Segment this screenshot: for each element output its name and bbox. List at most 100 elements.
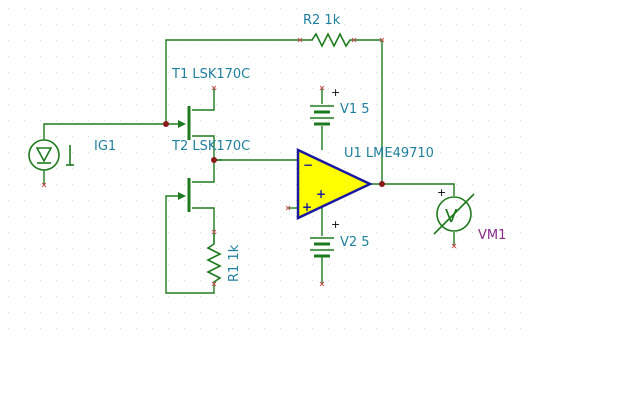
grid-dot	[392, 40, 393, 41]
grid-dot	[344, 24, 345, 25]
grid-dot	[488, 232, 489, 233]
jfet-t2[interactable]	[178, 178, 191, 212]
grid-dot	[296, 280, 297, 281]
grid-dot	[56, 216, 57, 217]
grid-dot	[456, 120, 457, 121]
grid-dot	[408, 8, 409, 9]
jfet-t1[interactable]	[178, 106, 191, 140]
current-source-ig1[interactable]	[28, 139, 74, 171]
grid-dot	[136, 88, 137, 89]
grid-dot	[376, 232, 377, 233]
grid-dot	[152, 104, 153, 105]
grid-dot	[472, 232, 473, 233]
grid-dot	[408, 312, 409, 313]
grid-dot	[472, 248, 473, 249]
grid-dot	[168, 200, 169, 201]
resistor-r1[interactable]	[206, 232, 222, 284]
grid-dot	[120, 200, 121, 201]
grid-dot	[376, 120, 377, 121]
grid-dot	[40, 152, 41, 153]
grid-dot	[488, 104, 489, 105]
grid-dot	[344, 264, 345, 265]
grid-dot	[88, 168, 89, 169]
grid-dot	[392, 264, 393, 265]
grid-dot	[360, 280, 361, 281]
voltmeter-vm1[interactable]: V +	[433, 186, 475, 235]
opamp-u1[interactable]: − + +	[296, 148, 373, 220]
wire-t1-drain	[192, 88, 215, 111]
grid-dot	[408, 264, 409, 265]
grid-dot	[152, 184, 153, 185]
grid-dot	[456, 136, 457, 137]
opamp-icon	[296, 148, 373, 220]
grid-dot	[280, 248, 281, 249]
battery-v1[interactable]: +	[310, 86, 340, 126]
grid-dot	[24, 72, 25, 73]
grid-dot	[248, 8, 249, 9]
grid-dot	[264, 184, 265, 185]
grid-dot	[24, 40, 25, 41]
grid-dot	[104, 264, 105, 265]
grid-dot	[152, 216, 153, 217]
grid-dot	[56, 88, 57, 89]
grid-dot	[440, 232, 441, 233]
grid-dot	[408, 88, 409, 89]
grid-dot	[152, 72, 153, 73]
grid-dot	[392, 120, 393, 121]
grid-dot	[56, 328, 57, 329]
grid-dot	[72, 184, 73, 185]
grid-dot	[360, 104, 361, 105]
resistor-r2[interactable]	[300, 32, 354, 48]
grid-dot	[520, 168, 521, 169]
grid-dot	[72, 8, 73, 9]
grid-dot	[456, 184, 457, 185]
grid-dot	[104, 136, 105, 137]
grid-dot	[360, 328, 361, 329]
grid-dot	[280, 24, 281, 25]
grid-dot	[8, 168, 9, 169]
grid-dot	[328, 280, 329, 281]
gate-arrow-icon	[178, 192, 186, 200]
grid-dot	[72, 296, 73, 297]
grid-dot	[120, 104, 121, 105]
grid-dot	[520, 264, 521, 265]
grid-dot	[392, 8, 393, 9]
pin-marker	[319, 85, 325, 91]
grid-dot	[120, 216, 121, 217]
grid-dot	[408, 296, 409, 297]
grid-dot	[424, 136, 425, 137]
grid-dot	[200, 248, 201, 249]
grid-dot	[408, 232, 409, 233]
grid-dot	[456, 8, 457, 9]
grid-dot	[8, 216, 9, 217]
grid-dot	[280, 120, 281, 121]
grid-dot	[440, 88, 441, 89]
grid-dot	[456, 264, 457, 265]
grid-dot	[408, 40, 409, 41]
grid-dot	[408, 72, 409, 73]
grid-dot	[392, 232, 393, 233]
junction-node	[211, 157, 217, 163]
grid-dot	[328, 88, 329, 89]
grid-dot	[440, 328, 441, 329]
wire-feedback-left	[165, 39, 300, 124]
grid-dot	[296, 248, 297, 249]
grid-dot	[56, 168, 57, 169]
grid-dot	[216, 328, 217, 329]
grid-dot	[40, 8, 41, 9]
grid-dot	[264, 56, 265, 57]
grid-dot	[312, 152, 313, 153]
grid-dot	[504, 248, 505, 249]
grid-dot	[120, 56, 121, 57]
grid-dot	[504, 24, 505, 25]
grid-dot	[520, 216, 521, 217]
grid-dot	[488, 296, 489, 297]
grid-dot	[328, 248, 329, 249]
grid-dot	[504, 312, 505, 313]
grid-dot	[40, 40, 41, 41]
battery-v2[interactable]: +	[310, 218, 340, 258]
grid-dot	[40, 120, 41, 121]
grid-dot	[56, 152, 57, 153]
wire-input	[43, 123, 178, 140]
resistor-icon	[206, 232, 222, 284]
